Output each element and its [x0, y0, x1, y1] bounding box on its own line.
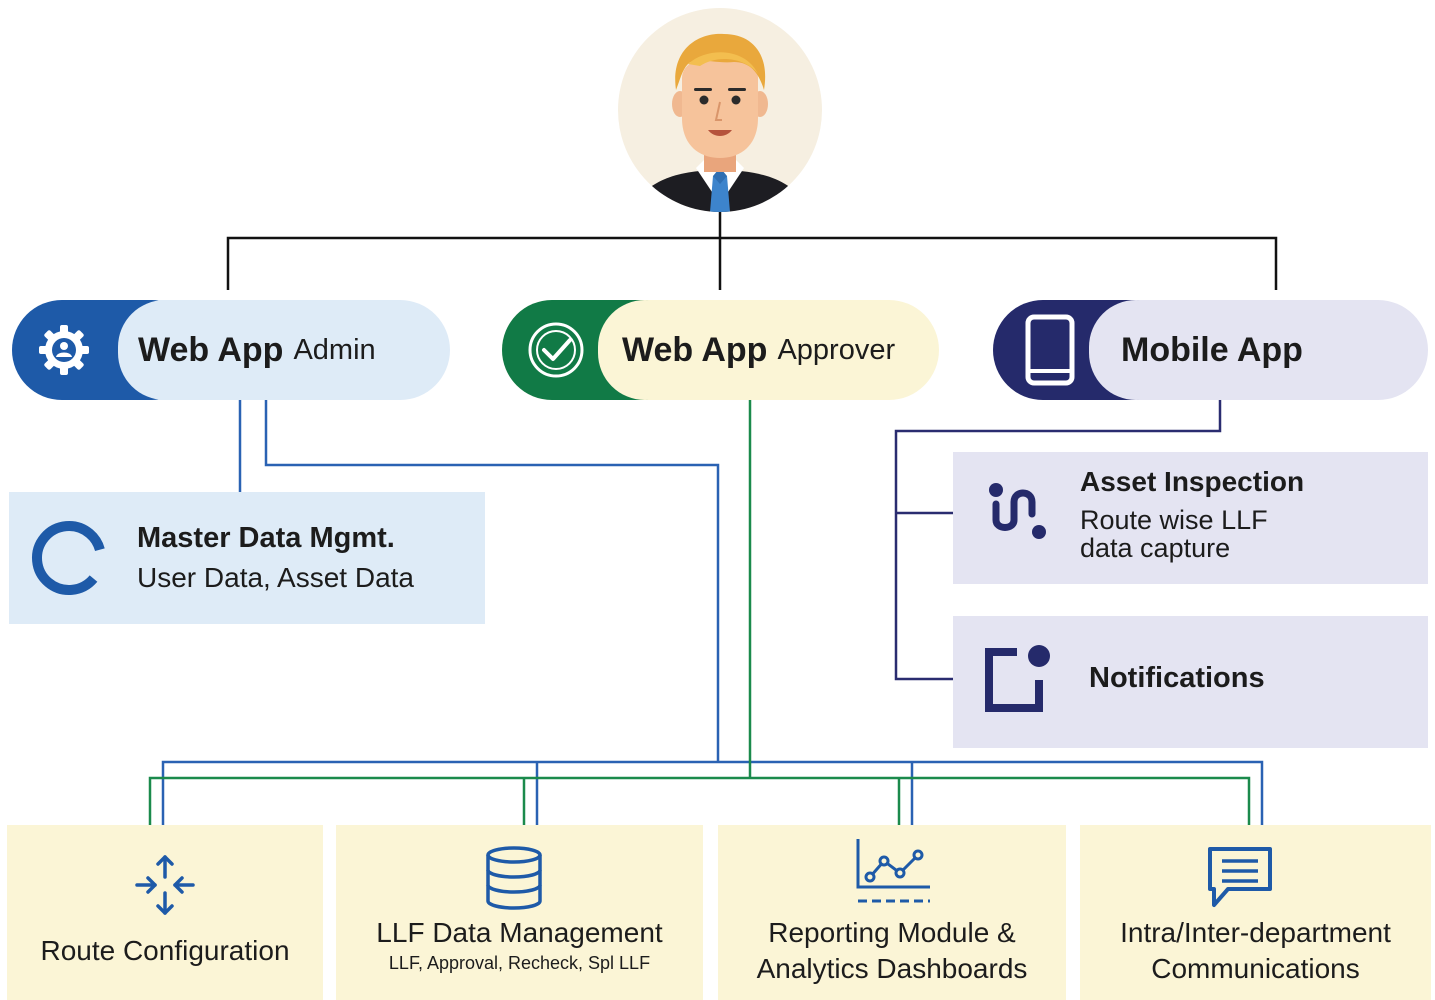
- admin-label-sub: Admin: [293, 333, 376, 366]
- route-configuration-label: Route Configuration: [40, 935, 290, 966]
- approver-label-bold: Web App: [622, 330, 768, 369]
- approver-label: Web App Approver: [622, 300, 895, 400]
- admin-label-bold: Web App: [138, 330, 284, 369]
- businessman-icon: [618, 8, 822, 212]
- master-data-subtitle: User Data, Asset Data: [137, 562, 415, 593]
- communications-box: Intra/Inter-department Communications: [1080, 825, 1431, 1000]
- notification-icon: [985, 645, 1050, 712]
- asset-inspection-title: Asset Inspection: [1080, 466, 1305, 497]
- user-avatar: [618, 8, 822, 212]
- notifications-title: Notifications: [1089, 662, 1265, 694]
- communications-line2: Communications: [1151, 953, 1360, 984]
- mobile-label-bold: Mobile App: [1121, 330, 1303, 369]
- database-icon: [486, 846, 542, 910]
- mobile-app-node: Mobile App: [993, 300, 1428, 400]
- admin-label: Web App Admin: [138, 300, 376, 400]
- llf-data-management-label: LLF Data Management: [376, 917, 663, 948]
- donut-ring-icon: [32, 521, 106, 595]
- reporting-module-line2: Analytics Dashboards: [756, 953, 1028, 984]
- communications-line1: Intra/Inter-department: [1120, 917, 1391, 948]
- asset-inspection-line2: data capture: [1080, 533, 1231, 563]
- mobile-label: Mobile App: [1121, 300, 1313, 400]
- master-data-box: Master Data Mgmt. User Data, Asset Data: [9, 492, 485, 624]
- reporting-module-line1: Reporting Module &: [768, 917, 1016, 948]
- route-configuration-box: Route Configuration: [7, 825, 323, 1000]
- route-path-icon: [989, 483, 1046, 539]
- llf-data-management-box: LLF Data Management LLF, Approval, Reche…: [336, 825, 703, 1000]
- notifications-box: Notifications: [953, 616, 1428, 748]
- arrows-converge-icon: [135, 855, 195, 915]
- asset-inspection-box: Asset Inspection Route wise LLF data cap…: [953, 452, 1428, 584]
- asset-inspection-line1: Route wise LLF: [1080, 505, 1268, 535]
- smartphone-icon: [1025, 314, 1075, 386]
- check-circle-icon: [528, 322, 584, 378]
- chat-message-icon: [1208, 847, 1272, 907]
- master-data-title: Master Data Mgmt.: [137, 522, 395, 554]
- line-chart-icon: [856, 839, 930, 903]
- llf-data-management-sub: LLF, Approval, Recheck, Spl LLF: [388, 953, 651, 973]
- gear-user-icon: [39, 325, 89, 375]
- reporting-module-box: Reporting Module & Analytics Dashboards: [718, 825, 1066, 1000]
- web-app-admin-node: Web App Admin: [12, 300, 450, 400]
- web-app-approver-node: Web App Approver: [502, 300, 939, 400]
- approver-label-sub: Approver: [777, 333, 896, 366]
